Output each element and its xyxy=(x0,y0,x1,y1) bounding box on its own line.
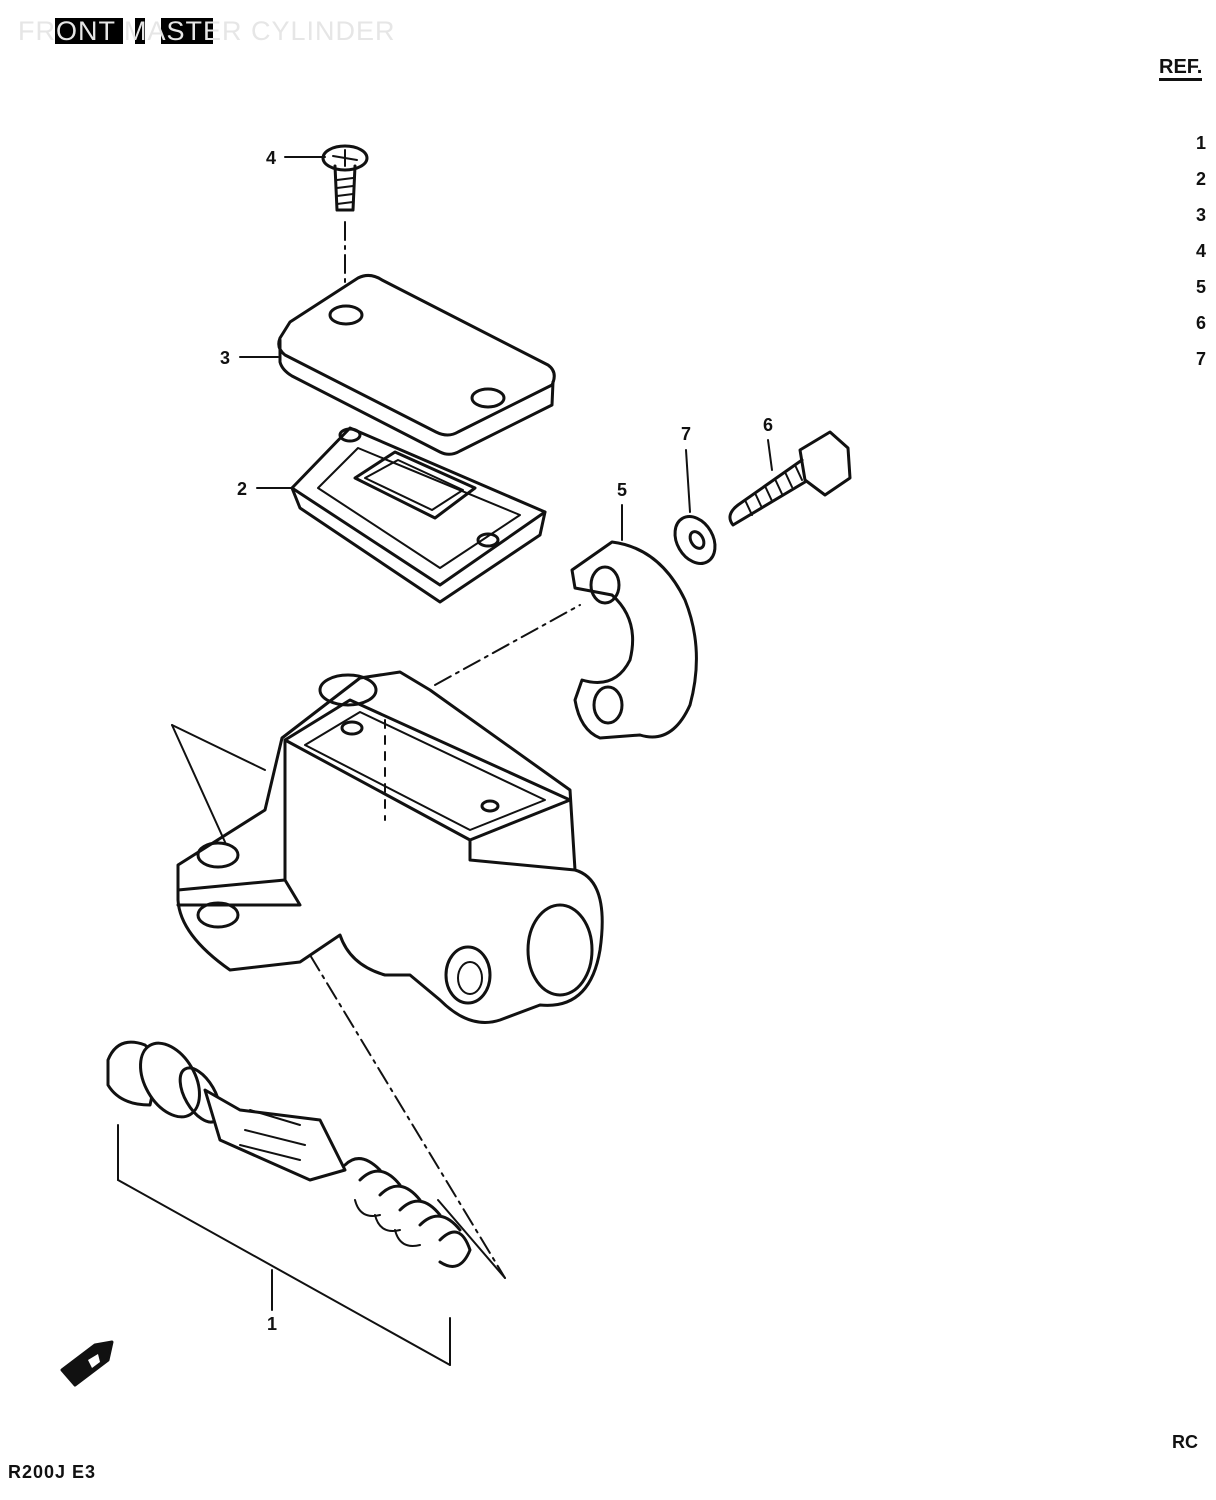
part-5-clamp xyxy=(570,540,698,740)
part-3-reservoir-cap xyxy=(277,273,556,456)
callout-3: 3 xyxy=(220,348,230,368)
callout-5: 5 xyxy=(617,480,627,500)
part-1-piston-assembly xyxy=(106,1040,472,1268)
ref-item: 1 xyxy=(1195,133,1206,153)
part-7-washer xyxy=(673,515,717,565)
title-redaction xyxy=(161,18,213,44)
callout-2: 2 xyxy=(237,479,247,499)
part-master-cylinder-body xyxy=(176,670,604,1024)
page-title: FRONT MASTER CYLINDER xyxy=(18,16,396,46)
part-6-bolt xyxy=(728,430,852,527)
title-redaction xyxy=(135,18,145,44)
model-code: R200J E3 xyxy=(8,1462,97,1482)
front-arrow-icon xyxy=(60,1340,114,1387)
ref-item: 4 xyxy=(1195,241,1206,261)
ref-item: 3 xyxy=(1195,205,1206,225)
callout-6: 6 xyxy=(763,415,773,435)
ref-list: 1 2 3 4 5 6 7 xyxy=(1186,133,1206,385)
ref-item: 6 xyxy=(1195,313,1206,333)
part-2-diaphragm xyxy=(290,426,547,604)
ref-item: 2 xyxy=(1195,169,1206,189)
page-title-block: FRONT MASTER CYLINDER xyxy=(18,14,396,48)
ref-item: 5 xyxy=(1195,277,1206,297)
callout-4: 4 xyxy=(266,148,276,168)
title-redaction xyxy=(55,18,123,44)
callout-7: 7 xyxy=(681,424,691,444)
callout-1: 1 xyxy=(267,1314,277,1334)
ref-item: 7 xyxy=(1195,349,1206,369)
ref-heading: REF. xyxy=(1159,56,1203,81)
front-arrow-mark xyxy=(88,1354,100,1368)
leader-lines xyxy=(117,156,773,1366)
diagram-code: RC xyxy=(1172,1432,1198,1452)
